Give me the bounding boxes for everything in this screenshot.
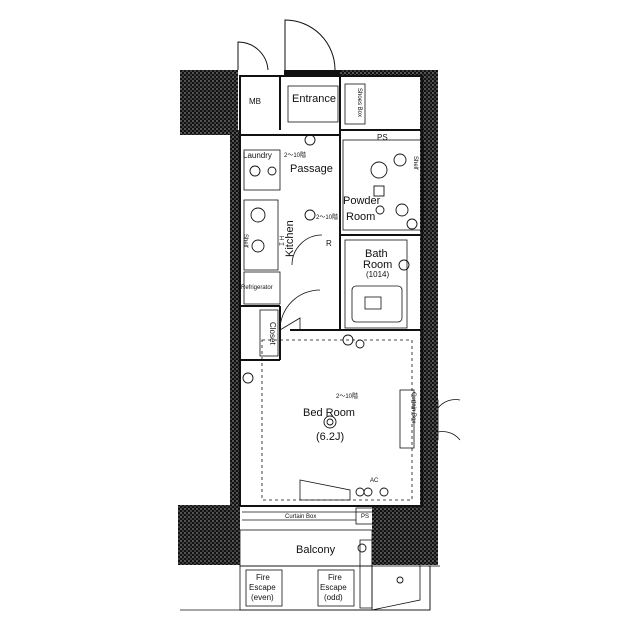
fixture-symbols [242,134,418,584]
floor-note-1: 2～10階 [284,151,306,159]
refrigerator-label: Refrigerator [241,285,273,291]
curtain-box-bottom-label: Curtain Box [285,514,316,520]
ps-bottom-label: PS [361,514,369,520]
bath-size-label: (1014) [366,270,389,279]
closet-label: Closet [268,322,277,345]
room-labels: Entrance Shoes Box MB PS Laundry 2～10階 P… [241,88,418,602]
shelf-bath-label: Shelf [412,156,418,170]
r-mark-label: R [326,239,332,248]
entrance-door [237,19,336,71]
fire-escape-even-line2: Escape [249,583,276,592]
fixture-lines [180,83,461,611]
kitchen-ih-label: ＩＨ [279,235,286,247]
shoes-box-label: Shoes Box [356,88,362,117]
entrance-label: Entrance [292,93,336,105]
fire-escape-odd-line2: Escape [320,583,347,592]
powder-label-line1: Powder [343,195,381,207]
powder-label-line2: Room [346,211,375,223]
fire-escape-odd-line1: Fire [328,573,342,582]
fire-escape-even-line3: (even) [251,593,274,602]
laundry-label: Laundry [243,151,272,160]
ps-top-label: PS [377,133,388,142]
shelf-kitchen-label: Shelf [242,234,248,248]
mb-label: MB [249,97,261,106]
ac-label: AC [370,478,379,484]
floor-note-2: 2～10階 [316,213,338,221]
bedroom-size-label: (6.2J) [316,431,344,443]
bath-label-line2: Room [363,259,392,271]
curtain-box-side-label: Curtain Box [410,392,416,423]
kitchen-label: Kitchen [284,220,296,257]
bath-label-line1: Bath [365,248,388,260]
floor-note-3: 2～10階 [336,392,358,400]
interior-walls [239,75,423,507]
bedroom-label: Bed Room [303,407,355,419]
passage-label: Passage [290,163,333,175]
balcony-label: Balcony [296,544,336,556]
fire-escape-even-line1: Fire [256,573,270,582]
fire-escape-odd-line3: (odd) [324,593,343,602]
